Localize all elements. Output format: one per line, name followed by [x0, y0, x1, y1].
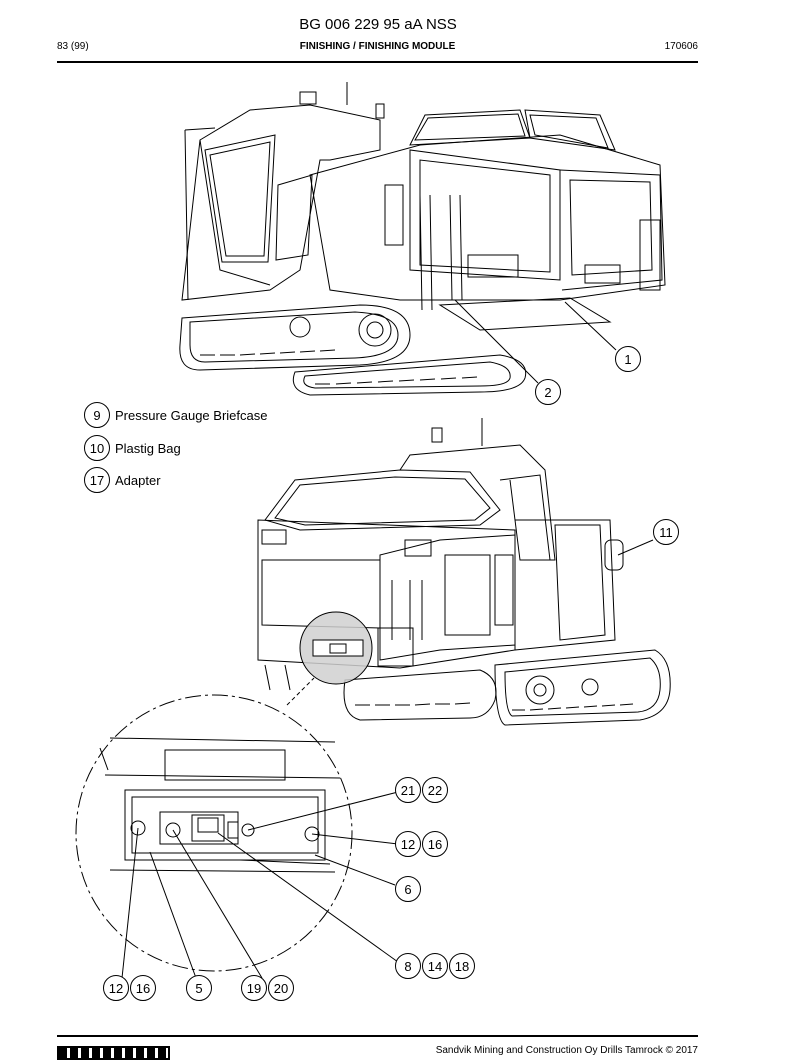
- legend-item: 17 Adapter: [84, 467, 161, 493]
- legend-number: 10: [84, 435, 110, 461]
- callout-16: 16: [422, 831, 448, 857]
- callout-2: 2: [535, 379, 561, 405]
- sandvik-logo: [57, 1046, 170, 1060]
- middle-machine-drawing: [257, 418, 671, 726]
- callout-22: 22: [422, 777, 448, 803]
- section-title: FINISHING / FINISHING MODULE: [299, 41, 456, 52]
- footer-rule: [57, 1035, 698, 1037]
- footer-copyright: Sandvik Mining and Construction Oy Drill…: [435, 1045, 698, 1056]
- callout-12: 12: [103, 975, 129, 1001]
- header-rule: [57, 61, 698, 63]
- legend-label: Adapter: [115, 472, 161, 488]
- legend-item: 9 Pressure Gauge Briefcase: [84, 402, 267, 428]
- detail-view-drawing: [75, 694, 399, 979]
- page-number: 83 (99): [57, 41, 89, 52]
- callout-8: 8: [395, 953, 421, 979]
- callout-16: 16: [130, 975, 156, 1001]
- callout-21: 21: [395, 777, 421, 803]
- callout-19: 19: [241, 975, 267, 1001]
- callout-6: 6: [395, 876, 421, 902]
- callout-14: 14: [422, 953, 448, 979]
- legend-label: Plastig Bag: [115, 440, 181, 456]
- legend-label: Pressure Gauge Briefcase: [115, 407, 268, 423]
- callout-12: 12: [395, 831, 421, 857]
- legend-number: 17: [84, 467, 110, 493]
- callout-5: 5: [186, 975, 212, 1001]
- callout-1: 1: [615, 346, 641, 372]
- document-title: BG 006 229 95 aA NSS: [299, 16, 457, 33]
- legend-number: 9: [84, 402, 110, 428]
- document-code: 170606: [664, 41, 698, 52]
- callout-18: 18: [449, 953, 475, 979]
- callout-11: 11: [653, 519, 679, 545]
- upper-machine-drawing: [179, 82, 666, 396]
- legend-item: 10 Plastig Bag: [84, 435, 181, 461]
- callout-20: 20: [268, 975, 294, 1001]
